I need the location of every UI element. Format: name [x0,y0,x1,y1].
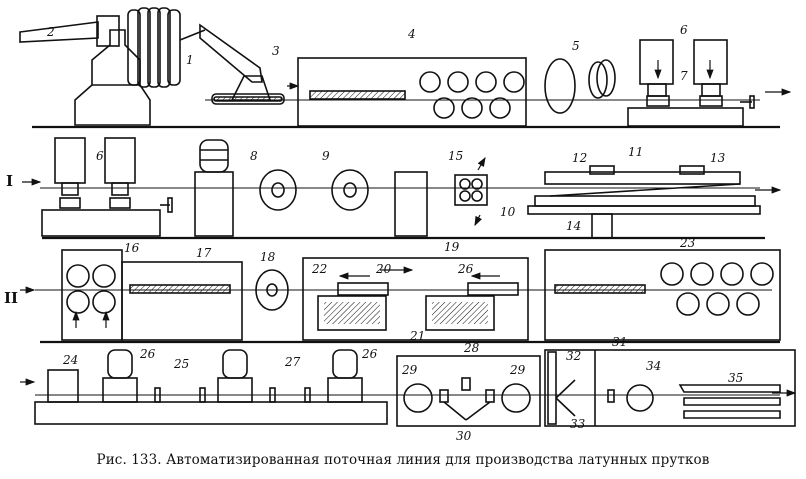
unit-31 [544,349,796,427]
callout: 8 [250,149,258,163]
callout: 28 [463,341,480,355]
row-4 [34,349,796,427]
row-3 [35,249,781,344]
callout: 23 [679,236,696,250]
row-2 [40,137,765,240]
callout: 33 [570,417,586,431]
callout: 26 [139,347,156,361]
section-label-II: II [4,289,18,307]
extrusion-press [19,15,151,126]
callout: 16 [124,241,140,255]
callout: 17 [196,246,212,260]
callout: 18 [260,250,276,264]
capstan-18 [255,269,289,311]
callout: 35 [728,371,743,385]
callout: 9 [322,149,330,163]
callout: 27 [284,355,301,369]
cutting-unit-19 [302,257,529,341]
rolling-stands-row2 [41,137,173,237]
coiler [199,23,285,105]
capstan-8 [259,169,297,211]
callout: 5 [572,39,580,53]
straightener-17 [121,261,243,341]
callout: 4 [407,27,416,41]
unit-28 [396,355,541,427]
rolls-16 [61,249,123,341]
callout: 2 [46,25,55,39]
capstan-9 [331,169,369,211]
figure-caption: Рис. 133. Автоматизированная поточная ли… [96,452,710,468]
callout: 29 [401,363,418,377]
callout: 19 [444,240,460,254]
straightener-23 [544,249,781,341]
guide-box [394,171,428,237]
callout: 24 [62,353,78,367]
callout: 34 [646,359,661,373]
callout: 6 [96,149,104,163]
saw-disc [544,58,616,114]
callout: 26 [457,262,474,276]
callout: 21 [409,329,425,343]
callout: 10 [500,205,516,219]
callout: 30 [456,429,472,443]
callout: 31 [612,335,627,349]
callout: 22 [311,262,327,276]
flow-arrows [20,60,797,397]
callout: 11 [628,145,643,159]
callout: 13 [710,151,726,165]
drive-unit [194,139,234,237]
drive-bench [34,349,388,425]
callout: 3 [272,44,280,58]
callout: 20 [375,262,392,276]
callout: 15 [448,149,463,163]
callout: 7 [680,69,688,83]
callout: 12 [572,151,587,165]
callout: 26 [361,347,378,361]
callout: 29 [509,363,526,377]
callout: 1 [186,53,194,67]
callout: 32 [566,349,581,363]
callout: 14 [566,219,581,233]
callout: 25 [173,357,189,371]
row-1 [19,7,780,129]
roll-straightener [297,57,527,127]
rolling-stands-6 [627,39,755,127]
coil-drum [127,7,206,88]
pinch-rolls-15 [454,174,488,206]
section-label-I: I [6,172,13,190]
coiling-machine-11 [527,165,761,239]
callout: 6 [680,23,688,37]
